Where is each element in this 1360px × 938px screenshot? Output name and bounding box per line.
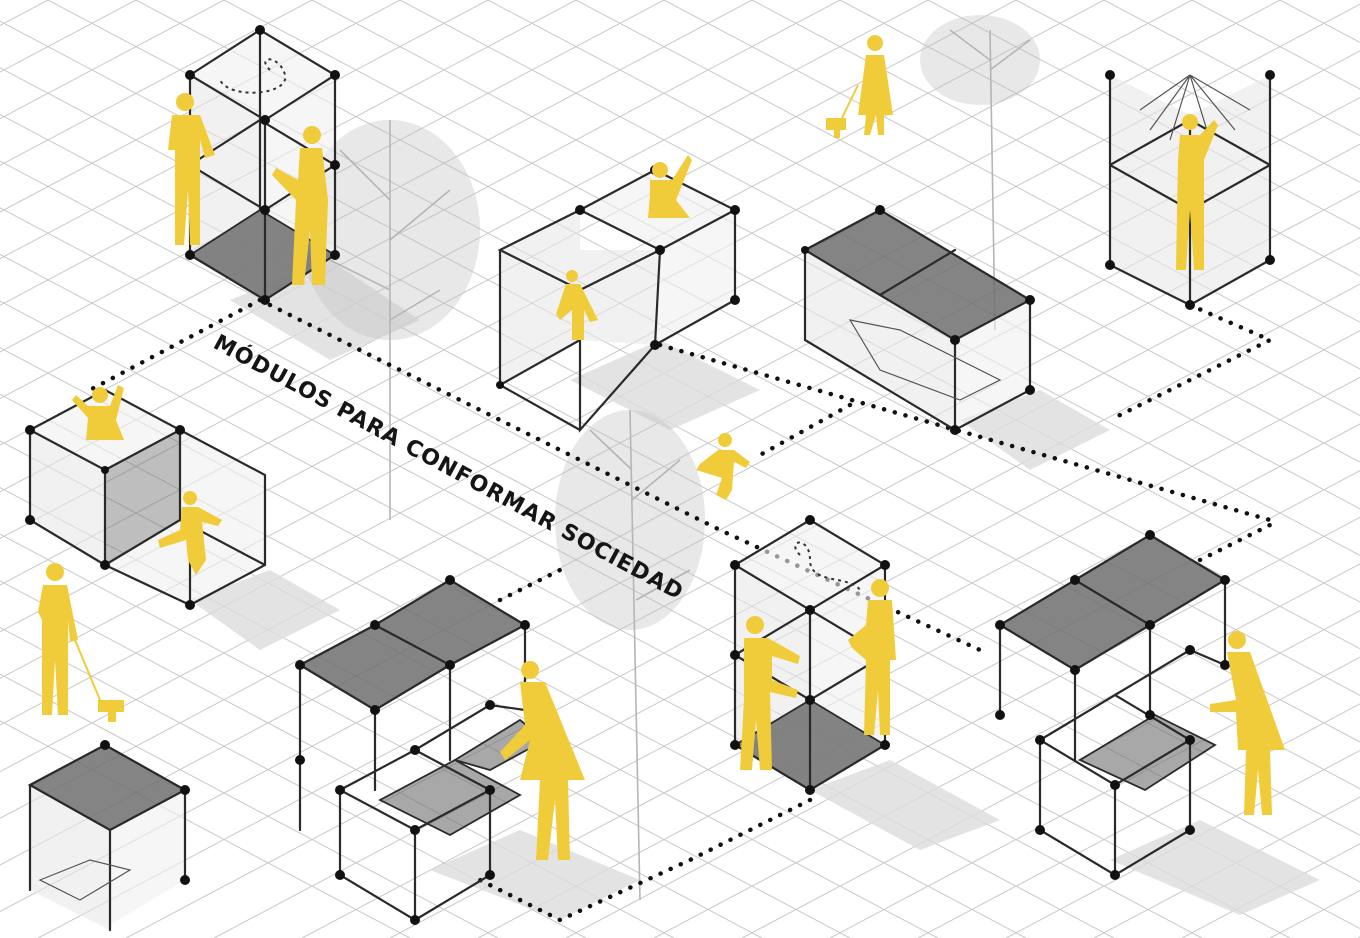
tree-icon — [555, 410, 705, 900]
vendor — [500, 661, 585, 860]
dog-walker — [826, 35, 893, 138]
bench-module — [801, 205, 1035, 435]
bench-module-corner — [30, 740, 190, 930]
dog-walker — [38, 563, 124, 722]
child — [696, 433, 750, 500]
vendor — [1210, 631, 1285, 815]
